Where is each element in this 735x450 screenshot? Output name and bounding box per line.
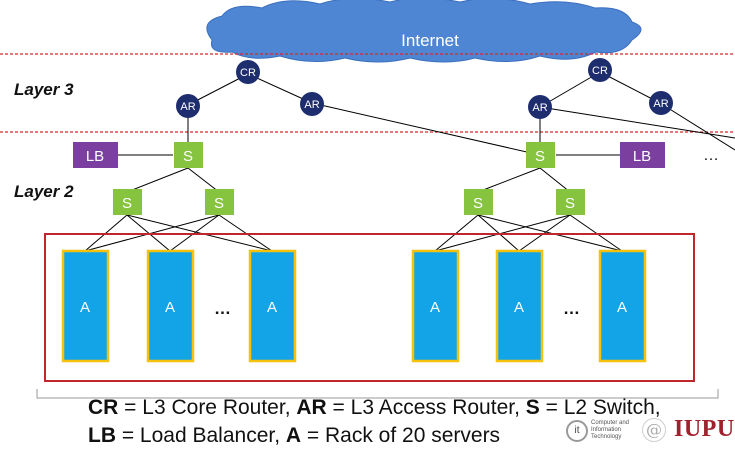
rack-6: A [598, 249, 647, 363]
cit-logo-icon: it [566, 420, 588, 442]
legend-abbr: A [285, 424, 302, 447]
rack-5: A [495, 249, 544, 363]
switch-label: S [214, 195, 224, 212]
rack-label: A [617, 299, 627, 316]
rack-2: A [146, 249, 195, 363]
rack-label: A [165, 299, 175, 316]
tor-switch-1: S [113, 189, 142, 215]
access-router-3: AR [528, 95, 552, 119]
core-router-label: CR [592, 65, 608, 77]
ellipsis-top-right: … [703, 147, 719, 164]
core-router-right: CR [588, 58, 612, 82]
switch-label: S [122, 195, 132, 212]
tor-switch-3: S [464, 189, 493, 215]
access-router-label: AR [532, 102, 547, 114]
rack-label: A [514, 299, 524, 316]
load-balancer-left: LB [73, 142, 118, 168]
legend-line-1: CR = L3 Core Router, AR = L3 Access Rout… [88, 394, 688, 422]
dept-line: Technology [591, 434, 622, 440]
layer3-label: Layer 3 [14, 80, 74, 99]
rack-label: A [267, 299, 277, 316]
iupui-logo: it Computer and Information Technology @… [566, 416, 735, 446]
legend-text: = Load Balancer, [116, 424, 286, 447]
legend-text: = Rack of 20 servers [301, 424, 501, 447]
legend-text: = L3 Core Router, [118, 396, 297, 419]
server-area-box [44, 233, 695, 382]
legend-abbr: LB [88, 424, 116, 447]
load-balancer-right: LB [620, 142, 665, 168]
access-router-label: AR [653, 98, 668, 110]
access-router-label: AR [304, 99, 319, 111]
core-router-label: CR [240, 67, 256, 79]
rack-label: A [430, 299, 440, 316]
rack-1: A [61, 249, 110, 363]
internet-cloud: Internet [206, 0, 642, 63]
layer2-label: Layer 2 [14, 182, 74, 201]
legend-text: = L3 Access Router, [326, 396, 526, 419]
core-router-left: CR [236, 60, 260, 84]
rack-ellipsis-right: … [563, 299, 580, 318]
load-balancer-label: LB [86, 148, 104, 165]
rack-label: A [80, 299, 90, 316]
access-router-1: AR [176, 94, 200, 118]
access-router-4: AR [649, 91, 673, 115]
dept-name: Computer and Information Technology [591, 420, 629, 441]
tor-switch-4: S [556, 189, 585, 215]
rack-3: A [248, 249, 297, 363]
switch-label: S [565, 195, 575, 212]
legend-abbr: S [525, 396, 540, 419]
dept-line: Computer and [591, 420, 630, 426]
agg-switch-left: S [174, 142, 203, 168]
legend-abbr: CR [88, 396, 119, 419]
legend-abbr: AR [296, 396, 327, 419]
agg-switch-right: S [526, 142, 555, 168]
switch-label: S [535, 148, 545, 165]
tor-switch-2: S [205, 189, 234, 215]
at-icon: @ [642, 418, 666, 442]
access-router-label: AR [180, 101, 195, 113]
switch-label: S [473, 195, 483, 212]
access-router-2: AR [300, 92, 324, 116]
legend-bracket [36, 389, 719, 399]
university-wordmark: IUPUI [674, 416, 735, 442]
rack-ellipsis-left: … [214, 299, 231, 318]
legend: CR = L3 Core Router, AR = L3 Access Rout… [88, 394, 688, 450]
switch-label: S [183, 148, 193, 165]
legend-text: = L2 Switch, [539, 396, 661, 419]
dept-line: Information [591, 427, 622, 433]
rack-4: A [411, 249, 460, 363]
legend-line-2: LB = Load Balancer, A = Rack of 20 serve… [88, 422, 688, 450]
load-balancer-label: LB [633, 148, 651, 165]
cloud-label: Internet [401, 31, 459, 50]
